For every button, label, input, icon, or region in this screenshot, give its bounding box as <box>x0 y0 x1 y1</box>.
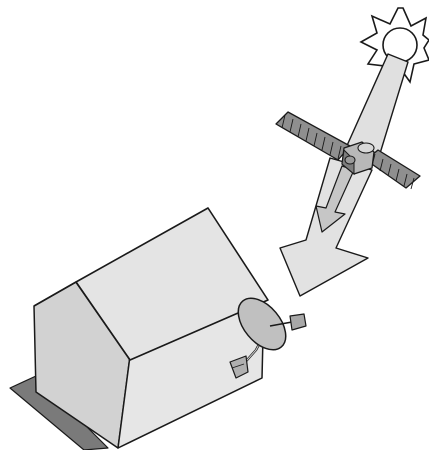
satellite-to-house-beam <box>280 158 372 296</box>
satellite-feed <box>345 156 355 164</box>
satellite-antenna <box>358 143 374 153</box>
dish-lnb <box>290 314 306 330</box>
left-solar-panel <box>276 112 350 160</box>
house-icon <box>10 208 268 450</box>
